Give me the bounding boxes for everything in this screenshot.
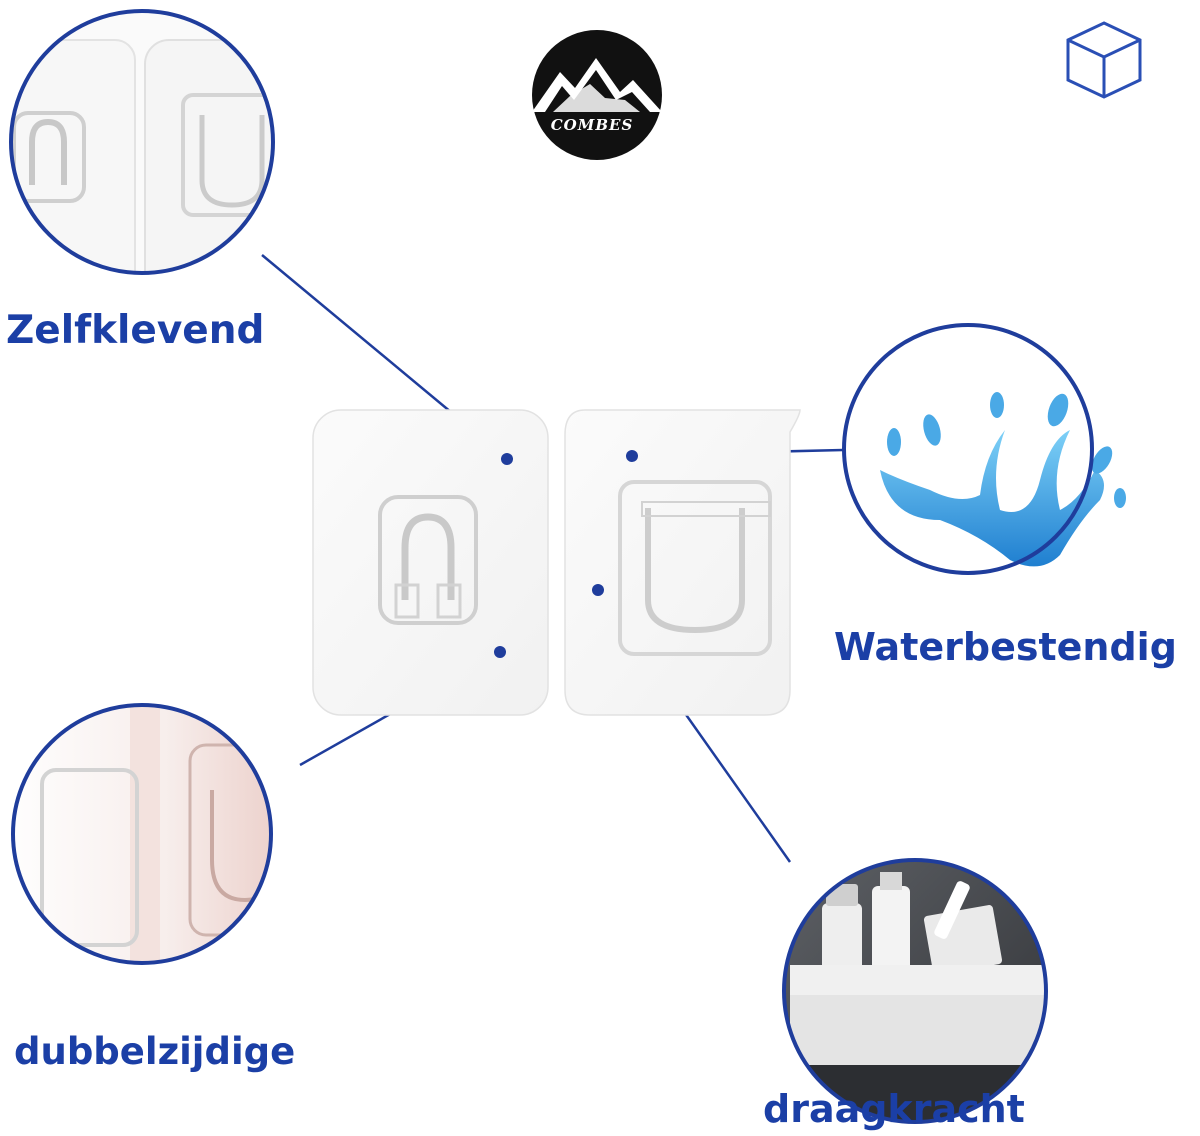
feature-label-zelfklevend: Zelfklevend: [6, 308, 265, 353]
feature-circle-waterbestendig: [842, 323, 1126, 575]
cube-icon: [1066, 21, 1142, 99]
feature-circle-zelfklevend: [9, 9, 275, 275]
feature-circle-dubbelzijdige: [11, 703, 273, 965]
product-hook-right: [564, 409, 801, 716]
feature-label-dubbelzijdige: dubbelzijdige: [14, 1030, 296, 1073]
connector-dots: [494, 450, 638, 658]
feature-label-draagkracht: draagkracht: [763, 1087, 1025, 1131]
feature-label-waterbestendig: Waterbestendig: [834, 625, 1177, 669]
product-hook-left: [312, 409, 549, 716]
mountain-logo-icon: [532, 30, 662, 160]
water-splash-icon: [880, 392, 1126, 567]
brand-name: COMBES: [550, 116, 634, 134]
